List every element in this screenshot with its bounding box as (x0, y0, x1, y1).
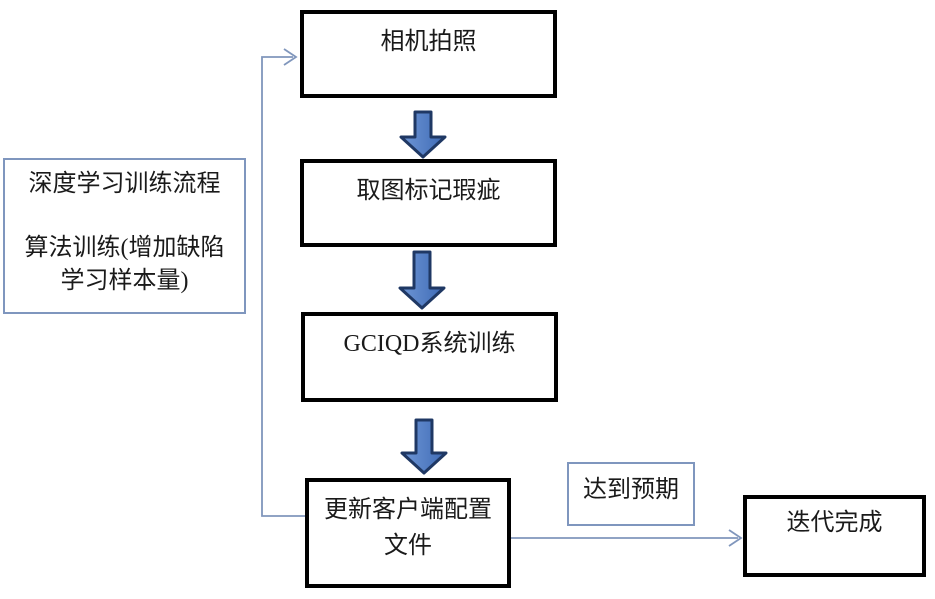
node-gciqd-system-training-label: GCIQD系统训练 (343, 331, 516, 357)
node-gciqd-system-training: GCIQD系统训练 (301, 312, 558, 402)
node-update-client-config: 更新客户端配置 文件 (305, 478, 511, 588)
node-update-client-config-label-line2: 文件 (384, 533, 432, 559)
down-arrow-icon-1 (399, 110, 447, 159)
node-capture-mark-defects-label: 取图标记瑕疵 (356, 178, 501, 204)
down-arrow-icon-2 (398, 250, 446, 310)
side-note-box: 深度学习训练流程 算法训练(增加缺陷 学习样本量) (3, 158, 246, 314)
feedback-connector-line (261, 56, 305, 517)
condition-label-text: 达到预期 (583, 477, 679, 503)
node-iteration-complete-label: 迭代完成 (786, 510, 883, 536)
side-note-line1: 深度学习训练流程 (28, 171, 221, 197)
side-note-line3: 学习样本量) (60, 268, 189, 294)
condition-label-box: 达到预期 (567, 462, 695, 526)
feedback-arrowhead-icon (283, 48, 298, 66)
node-capture-mark-defects: 取图标记瑕疵 (300, 159, 557, 247)
side-note-line2: 算法训练(增加缺陷 (24, 235, 225, 261)
node-update-client-config-label-line1: 更新客户端配置 (324, 497, 492, 523)
side-note-spacer (5, 201, 244, 232)
node-iteration-complete: 迭代完成 (743, 495, 926, 577)
node-camera-photo: 相机拍照 (300, 10, 557, 98)
completion-arrowhead-icon (728, 529, 743, 547)
node-camera-photo-label: 相机拍照 (380, 29, 477, 55)
down-arrow-icon-3 (400, 418, 448, 475)
